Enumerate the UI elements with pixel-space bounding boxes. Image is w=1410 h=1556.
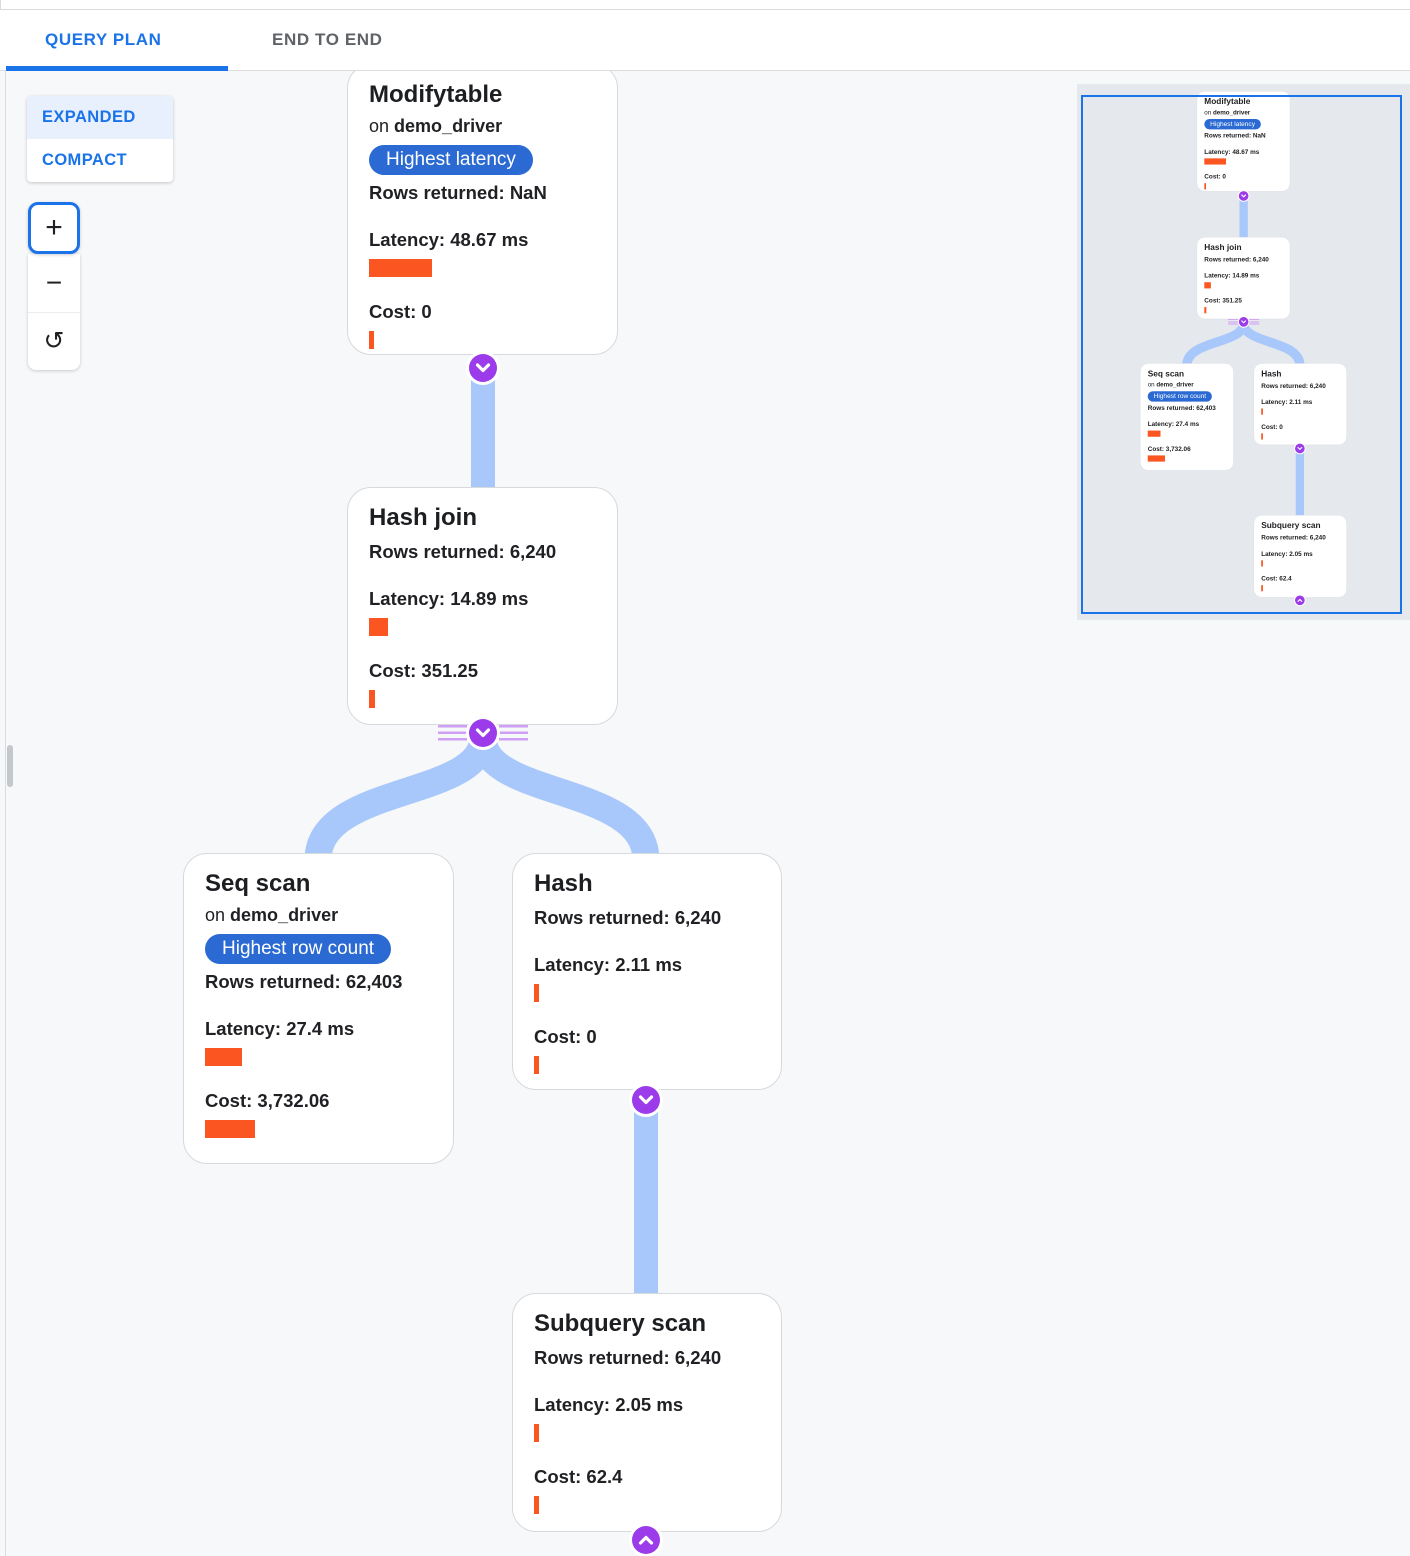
node-title: Hash (534, 870, 593, 897)
chevron-down-icon (638, 1095, 654, 1105)
cost-value: Cost: 351.25 (369, 660, 478, 681)
chevron-up-icon (638, 1535, 654, 1545)
edge-hashjoin-hash (469, 735, 660, 862)
zoom-out-button[interactable]: − (45, 267, 63, 298)
latency-bar (534, 984, 539, 1002)
minimap-viewport-rect[interactable] (1081, 95, 1402, 614)
vertical-scrollbar-thumb[interactable] (7, 745, 13, 787)
highest-row-count-badge: Highest row count (205, 934, 392, 964)
multi-edge-stripes-left (438, 725, 467, 741)
chevron-down-icon (475, 728, 491, 738)
node-subquery-scan[interactable]: Subquery scan Rows returned: 6,240 Laten… (512, 1293, 782, 1532)
latency-value: Latency: 48.67 ms (369, 229, 529, 250)
node-table-line: on demo_driver (369, 114, 597, 139)
tab-end-to-end[interactable]: END TO END (272, 30, 383, 49)
node-modifytable[interactable]: Modifytable on demo_driver Highest laten… (347, 64, 618, 355)
cost-value: Cost: 0 (534, 1026, 597, 1047)
collapse-connector-modifytable[interactable] (469, 354, 497, 382)
compact-option[interactable]: COMPACT (42, 151, 127, 169)
cost-bar (369, 331, 374, 349)
edge-hashjoin-seqscan (304, 735, 497, 862)
cost-bar (205, 1120, 255, 1138)
latency-bar (205, 1048, 242, 1066)
rows-returned: Rows returned: 6,240 (369, 541, 557, 562)
rows-returned: Rows returned: 6,240 (534, 907, 722, 928)
node-title: Subquery scan (534, 1310, 707, 1337)
window-top-border (0, 0, 1410, 10)
table-name: demo_driver (230, 905, 339, 925)
reset-zoom-button[interactable]: ↺ (43, 327, 65, 355)
on-word: on (369, 116, 390, 136)
zoom-controls: − ↺ (28, 254, 80, 370)
left-panel-divider (5, 71, 6, 1556)
latency-value: Latency: 27.4 ms (205, 1018, 355, 1039)
node-hash-join[interactable]: Hash join Rows returned: 6,240 Latency: … (347, 487, 618, 725)
node-title: Hash join (369, 504, 478, 531)
node-hash[interactable]: Hash Rows returned: 6,240 Latency: 2.11 … (512, 853, 782, 1090)
cost-bar (534, 1496, 539, 1514)
latency-value: Latency: 2.05 ms (534, 1394, 684, 1415)
node-title: Modifytable (369, 81, 503, 108)
zoom-controls-divider (28, 312, 80, 313)
highest-latency-badge: Highest latency (369, 145, 533, 175)
tab-query-plan[interactable]: QUERY PLAN (45, 30, 162, 49)
node-seq-scan[interactable]: Seq scan on demo_driver Highest row coun… (183, 853, 454, 1164)
cost-value: Cost: 3,732.06 (205, 1090, 330, 1111)
zoom-in-button[interactable]: + (28, 202, 80, 254)
cost-bar (369, 690, 375, 708)
layout-toggle: EXPANDED COMPACT (27, 96, 173, 182)
latency-value: Latency: 14.89 ms (369, 588, 529, 609)
expand-connector-subquery-scan[interactable] (632, 1526, 660, 1554)
latency-bar (369, 259, 432, 277)
latency-bar (534, 1424, 539, 1442)
multi-edge-stripes-right (499, 725, 528, 741)
collapse-connector-hash[interactable] (632, 1086, 660, 1114)
rows-returned: Rows returned: 6,240 (534, 1347, 722, 1368)
expanded-option[interactable]: EXPANDED (27, 96, 173, 139)
active-tab-underline (6, 66, 228, 71)
latency-value: Latency: 2.11 ms (534, 954, 683, 975)
table-name: demo_driver (394, 116, 503, 136)
on-word: on (205, 905, 226, 925)
chevron-down-icon (475, 363, 491, 373)
rows-returned: Rows returned: NaN (369, 182, 547, 203)
cost-value: Cost: 62.4 (534, 1466, 623, 1487)
node-table-line: on demo_driver (205, 903, 433, 928)
rows-returned: Rows returned: 62,403 (205, 971, 403, 992)
cost-bar (534, 1056, 539, 1074)
cost-value: Cost: 0 (369, 301, 432, 322)
collapse-connector-hash-join[interactable] (469, 719, 497, 747)
latency-bar (369, 618, 388, 636)
tab-bar: QUERY PLAN END TO END (0, 10, 1410, 71)
node-title: Seq scan (205, 870, 311, 897)
